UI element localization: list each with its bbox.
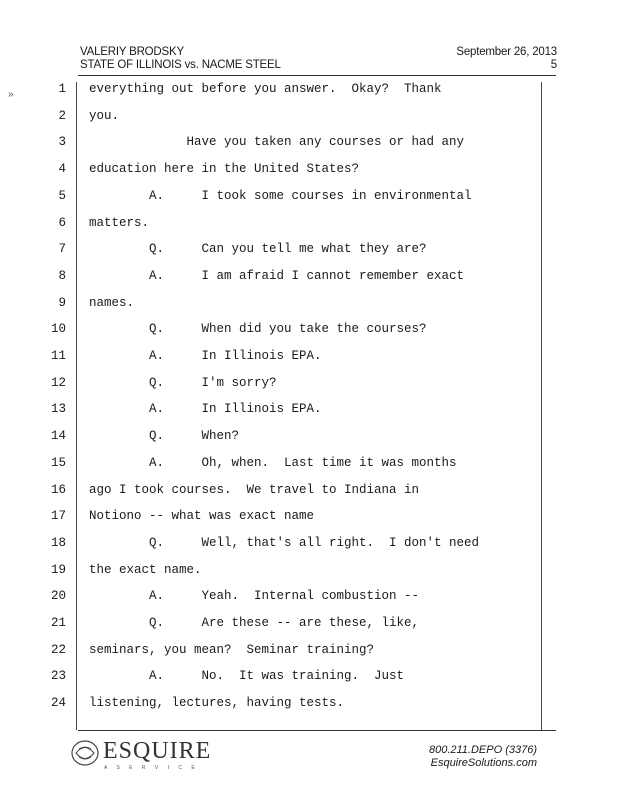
line-text: A. Yeah. Internal combustion -- xyxy=(89,589,420,604)
line-number: 22 xyxy=(50,642,66,657)
left-margin-line xyxy=(76,82,77,730)
transcript-line: 15 A. Oh, when. Last time it was months xyxy=(0,456,619,483)
footer-rule xyxy=(78,730,556,731)
transcript-line: 1 everything out before you answer. Okay?… xyxy=(0,82,619,109)
line-number: 24 xyxy=(50,696,66,711)
esquire-logo: ESQUIRE A S E R V I C E xyxy=(70,738,212,771)
line-text: Have you taken any courses or had any xyxy=(89,135,465,150)
header-left: VALERIY BRODSKY STATE OF ILLINOIS vs. NA… xyxy=(80,46,281,72)
transcript-line: 19 the exact name. xyxy=(0,563,619,590)
line-number: 6 xyxy=(58,215,66,230)
line-text: everything out before you answer. Okay? … xyxy=(89,82,442,96)
transcript-line: 5 A. I took some courses in environmenta… xyxy=(0,189,619,216)
case-name: STATE OF ILLINOIS vs. NACME STEEL xyxy=(80,59,281,71)
transcript-line: 6 matters. xyxy=(0,216,619,243)
line-text: A. In Illinois EPA. xyxy=(89,402,322,417)
transcript-line: 2 you. xyxy=(0,109,619,136)
line-number: 16 xyxy=(50,482,66,497)
deposition-date: September 26, 2013 xyxy=(456,46,557,58)
line-text: Q. Well, that's all right. I don't need xyxy=(89,535,480,550)
line-text: Q. I'm sorry? xyxy=(89,375,277,390)
line-text: A. Oh, when. Last time it was months xyxy=(89,455,457,470)
transcript-line: 4 education here in the United States? xyxy=(0,162,619,189)
line-number: 14 xyxy=(50,429,66,444)
header-rule xyxy=(78,75,556,76)
witness-name: VALERIY BRODSKY xyxy=(80,46,184,58)
transcript-line: 17 Notiono -- what was exact name xyxy=(0,509,619,536)
transcript-line: 13 A. In Illinois EPA. xyxy=(0,402,619,429)
line-text: you. xyxy=(89,108,120,123)
line-number: 17 xyxy=(50,509,66,524)
transcript-line: 8 A. I am afraid I cannot remember exact xyxy=(0,269,619,296)
line-text: listening, lectures, having tests. xyxy=(89,696,345,711)
page-number: 5 xyxy=(550,59,557,71)
line-number: 9 xyxy=(58,295,66,310)
transcript-line: 10 Q. When did you take the courses? xyxy=(0,322,619,349)
phone-number: 800.211.DEPO (3376) xyxy=(428,744,537,756)
line-number: 8 xyxy=(58,268,66,283)
line-number: 19 xyxy=(50,562,66,577)
line-number: 1 xyxy=(58,82,66,96)
line-text: A. I am afraid I cannot remember exact xyxy=(89,268,465,283)
line-text: Q. When did you take the courses? xyxy=(89,322,427,337)
line-number: 7 xyxy=(58,242,66,257)
line-number: 20 xyxy=(50,589,66,604)
line-text: Notiono -- what was exact name xyxy=(89,509,315,524)
logo-wordmark: ESQUIRE xyxy=(103,738,212,764)
line-number: 10 xyxy=(50,322,66,337)
transcript-line: 12 Q. I'm sorry? xyxy=(0,376,619,403)
line-number: 4 xyxy=(58,162,66,177)
line-text: Q. Can you tell me what they are? xyxy=(89,242,427,257)
website-link[interactable]: EsquireSolutions.com xyxy=(430,757,537,769)
line-number: 11 xyxy=(50,349,66,363)
line-text: seminars, you mean? Seminar training? xyxy=(89,642,375,657)
line-text: A. In Illinois EPA. xyxy=(89,349,322,363)
transcript-line: 14 Q. When? xyxy=(0,429,619,456)
line-number: 18 xyxy=(50,535,66,550)
contact-info: 800.211.DEPO (3376) EsquireSolutions.com xyxy=(429,744,537,770)
transcript-line: 16 ago I took courses. We travel to India… xyxy=(0,483,619,510)
transcript-line: 7 Q. Can you tell me what they are? xyxy=(0,242,619,269)
transcript-line: 3 Have you taken any courses or had any xyxy=(0,135,619,162)
line-text: Q. Are these -- are these, like, xyxy=(89,616,420,630)
line-number: 23 xyxy=(50,669,66,684)
transcript-line: 22 seminars, you mean? Seminar training? xyxy=(0,643,619,670)
transcript-line: 9 names. xyxy=(0,296,619,323)
esquire-emblem-icon xyxy=(71,740,99,766)
transcript-line: 11 A. In Illinois EPA. xyxy=(0,349,619,376)
line-text: matters. xyxy=(89,215,150,230)
line-number: 3 xyxy=(58,135,66,150)
line-text: A. No. It was training. Just xyxy=(89,669,405,684)
transcript-line: 24 listening, lectures, having tests. xyxy=(0,696,619,723)
line-text: names. xyxy=(89,295,135,310)
line-text: the exact name. xyxy=(89,562,202,577)
header-right: September 26, 2013 5 xyxy=(456,46,557,72)
line-number: 2 xyxy=(58,108,66,123)
line-number: 13 xyxy=(50,402,66,417)
transcript-line: 18 Q. Well, that's all right. I don't ne… xyxy=(0,536,619,563)
margin-mark: » xyxy=(8,89,14,100)
transcript-line: 20 A. Yeah. Internal combustion -- xyxy=(0,589,619,616)
line-text: ago I took courses. We travel to Indiana… xyxy=(89,482,420,497)
line-number: 5 xyxy=(58,188,66,203)
line-text: education here in the United States? xyxy=(89,162,360,177)
line-number: 21 xyxy=(50,616,66,630)
logo-tagline: A S E R V I C E xyxy=(104,765,199,771)
transcript-line: 21 Q. Are these -- are these, like, xyxy=(0,616,619,643)
line-number: 12 xyxy=(50,375,66,390)
right-margin-line xyxy=(541,82,542,730)
line-text: A. I took some courses in environmental xyxy=(89,188,472,203)
transcript-line: 23 A. No. It was training. Just xyxy=(0,669,619,696)
line-number: 15 xyxy=(50,455,66,470)
line-text: Q. When? xyxy=(89,429,240,444)
